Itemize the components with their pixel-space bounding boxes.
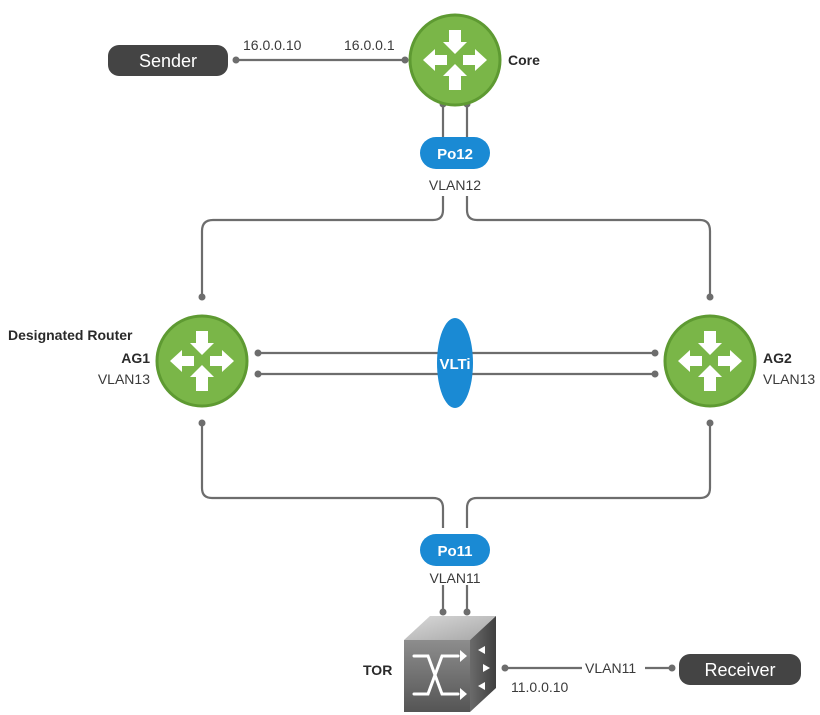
sender-label: Sender: [139, 51, 197, 71]
po11-port-channel: Po11: [420, 534, 490, 566]
link-ag2-po11: [465, 423, 712, 528]
ag2-vlan: VLAN13: [763, 371, 815, 387]
ag1-vlan: VLAN13: [98, 371, 150, 387]
ag2-label: AG2: [763, 350, 792, 366]
ag2-router: [663, 314, 757, 408]
tor-label: TOR: [363, 662, 392, 678]
link-po12-ag1: [200, 196, 445, 297]
ag1-label: AG1: [121, 350, 150, 366]
po11-label: Po11: [437, 543, 472, 560]
sender-node: Sender: [108, 45, 228, 76]
tor-vlan: VLAN11: [585, 660, 636, 676]
link-ag1-po11: [200, 423, 445, 528]
po12-port-channel: Po12: [420, 137, 490, 169]
link-po12-ag2: [465, 196, 712, 297]
core-ip: 16.0.0.1: [344, 37, 395, 53]
po12-vlan: VLAN12: [429, 177, 481, 193]
vlti-label: VLTi: [439, 356, 470, 373]
core-label: Core: [508, 52, 540, 68]
core-router: [408, 13, 502, 107]
ag1-role: Designated Router: [8, 327, 133, 343]
sender-ip: 16.0.0.10: [243, 37, 302, 53]
ag1-router: [155, 314, 249, 408]
switch-cube-icon: [404, 616, 496, 712]
po12-label: Po12: [437, 146, 473, 163]
receiver-node: Receiver: [679, 654, 801, 685]
tor-ip: 11.0.0.10: [511, 679, 569, 695]
po11-vlan: VLAN11: [429, 570, 480, 586]
vlti-link: VLTi: [437, 318, 473, 408]
receiver-label: Receiver: [704, 660, 775, 680]
